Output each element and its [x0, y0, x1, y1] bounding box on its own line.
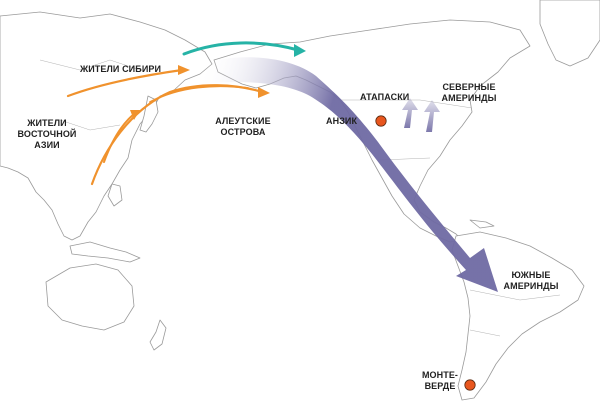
label-siberia: ЖИТЕЛИ СИБИРИ — [80, 64, 162, 74]
main-migration-arrow — [200, 57, 498, 292]
indonesia — [69, 241, 141, 263]
greenland — [539, 0, 600, 67]
east-asia-routes — [66, 65, 270, 186]
label-north-amerinds: СЕВЕРНЫЕ АМЕРИНДЫ — [441, 82, 497, 103]
arctic-route — [182, 41, 306, 57]
eurasia — [0, 11, 213, 241]
australia — [45, 263, 135, 331]
borders — [39, 59, 561, 337]
anzick-site-marker — [375, 115, 387, 127]
japan — [139, 95, 159, 133]
athabaskan-arrow — [402, 98, 418, 128]
label-east-asia: ЖИТЕЛИ ВОСТОЧНОЙ АЗИИ — [17, 118, 77, 150]
north-amerind-arrow — [424, 100, 440, 132]
philippines — [107, 183, 123, 207]
label-monte-verde: МОНТЕ- ВЕРДЕ — [421, 370, 459, 391]
monte-verde-site-marker — [464, 379, 476, 391]
label-south-amerinds: ЮЖНЫЕ АМЕРИНДЫ — [503, 270, 559, 291]
label-aleutian-islands: АЛЕУТСКИЕ ОСТРОВА — [215, 116, 271, 137]
label-anzick: АНЗИК — [326, 116, 358, 126]
new-zealand — [149, 319, 167, 351]
caribbean — [469, 219, 495, 229]
label-athabaskans: АТАПАСКИ — [360, 92, 410, 102]
landmasses — [0, 0, 600, 401]
